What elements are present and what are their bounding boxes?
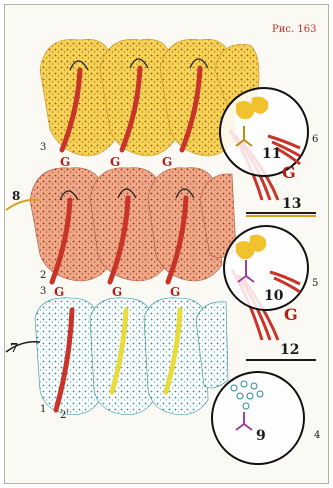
g-label: G	[110, 155, 120, 169]
label-1: 1	[40, 404, 46, 415]
g-label-circle-top: G	[282, 163, 296, 182]
g-label: G	[54, 285, 64, 299]
label-3: 3	[40, 286, 46, 297]
orange-layer	[30, 168, 236, 282]
circle-label-11: 11	[262, 146, 281, 162]
side-label-8: 8	[12, 189, 20, 203]
circle-label-9: 9	[256, 428, 266, 444]
side-label-7: 7	[10, 341, 18, 355]
cyan-layer	[35, 298, 228, 415]
g-label: G	[162, 155, 172, 169]
circle-label-4: 4	[314, 430, 320, 441]
bar-12-label: 12	[280, 342, 299, 358]
g-label: G	[112, 285, 122, 299]
label-2: 2	[40, 270, 46, 281]
detail-circle-bottom	[212, 372, 304, 464]
g-label-circle-mid: G	[284, 305, 298, 324]
circle-label-6: 6	[312, 134, 318, 145]
g-label: G	[60, 155, 70, 169]
bar-13-label: 13	[282, 196, 301, 212]
circle-label-10: 10	[264, 288, 284, 304]
figure-caption: Рис. 163	[272, 24, 316, 35]
g-label: G	[170, 285, 180, 299]
label-3: 3	[40, 142, 46, 153]
circle-label-5: 5	[312, 278, 318, 289]
label-2-prime: 2'	[60, 410, 69, 421]
